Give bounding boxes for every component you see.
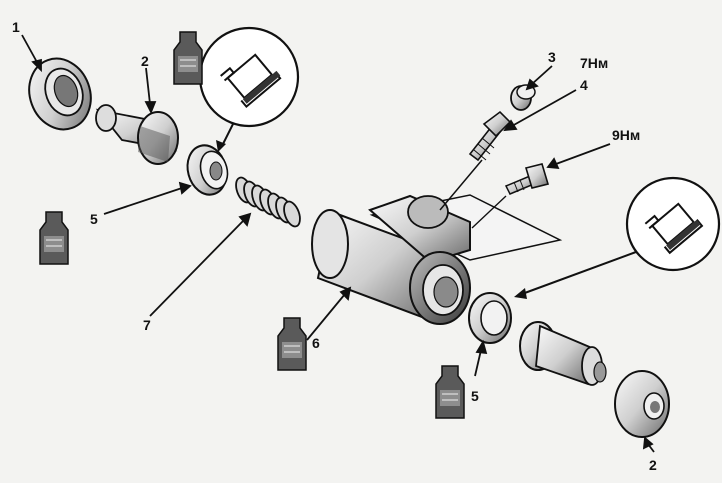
cylinder-body-6-part — [311, 194, 563, 325]
callout-1: 1 — [12, 19, 20, 35]
callout-6: 6 — [312, 335, 320, 351]
torque-bleeder: 7Нм — [580, 55, 609, 71]
detail-circle-right — [514, 176, 721, 299]
callout-4: 4 — [580, 77, 588, 93]
callout-5-left: 5 — [90, 211, 98, 227]
seal-1-part — [28, 57, 92, 131]
callout-3: 3 — [548, 49, 556, 65]
callout-2-left: 2 — [141, 53, 149, 69]
bleeder-4-part — [439, 110, 512, 211]
detail-circle-top — [198, 26, 300, 152]
piston-2-left-part — [95, 104, 179, 165]
lubricant-tube-icon — [39, 211, 69, 265]
bolt-part — [471, 163, 550, 229]
lubricant-tube-icon — [435, 365, 465, 419]
leader-lines — [21, 34, 655, 453]
callout-2-right: 2 — [649, 457, 657, 473]
lubricant-tube-icon — [277, 317, 307, 371]
cap-3-part — [510, 84, 536, 111]
callout-5-right: 5 — [471, 388, 479, 404]
cup-5-left-part — [186, 144, 229, 196]
lubricant-tube-icon — [173, 31, 203, 85]
torque-bolt: 9Нм — [612, 127, 641, 143]
callout-7: 7 — [143, 317, 151, 333]
dust-cap-2-part — [614, 370, 670, 438]
piston-2-right-part — [519, 321, 607, 386]
spring-7-part — [235, 176, 301, 228]
cup-5-right-part — [468, 292, 512, 344]
